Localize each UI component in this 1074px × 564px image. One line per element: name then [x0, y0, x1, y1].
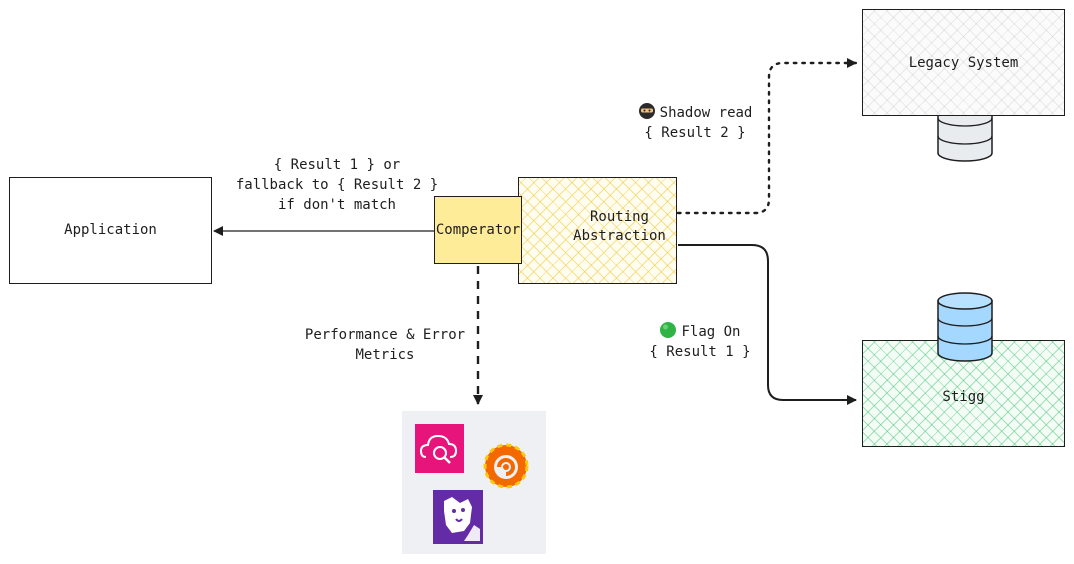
result-edge-label: { Result 1 } or fallback to { Result 2 }…: [235, 157, 439, 213]
stigg-database-icon: [937, 292, 993, 362]
metrics-edge-label: Performance & Error Metrics: [304, 327, 466, 363]
routing-label-line1: Routing: [589, 208, 649, 225]
shadow-read-edge-label: Shadow read { Result 2 }: [615, 102, 775, 143]
routing-abstraction-node[interactable]: Routing Abstraction: [518, 177, 677, 284]
grafana-icon: [483, 443, 529, 489]
flag-on-edge-label: Flag On { Result 1 }: [620, 321, 780, 362]
datadog-icon: [433, 490, 483, 544]
green-circle-icon: [660, 322, 677, 338]
arrow-routing-to-stigg: [678, 244, 857, 405]
comparator-node[interactable]: Comperator: [434, 196, 522, 264]
stigg-label: Stigg: [942, 389, 985, 405]
application-label: Application: [64, 222, 157, 238]
ninja-emoji-icon: [638, 103, 655, 119]
application-node[interactable]: Application: [9, 177, 212, 284]
cloudwatch-icon: [415, 424, 464, 473]
legacy-system-node[interactable]: Legacy System: [862, 9, 1065, 116]
routing-label-line2: Abstraction: [573, 227, 666, 244]
legacy-system-label: Legacy System: [908, 55, 1019, 71]
comparator-label: Comperator: [435, 221, 521, 238]
monitoring-tools-panel: [402, 411, 546, 554]
arrow-routing-to-legacy: [676, 58, 858, 215]
